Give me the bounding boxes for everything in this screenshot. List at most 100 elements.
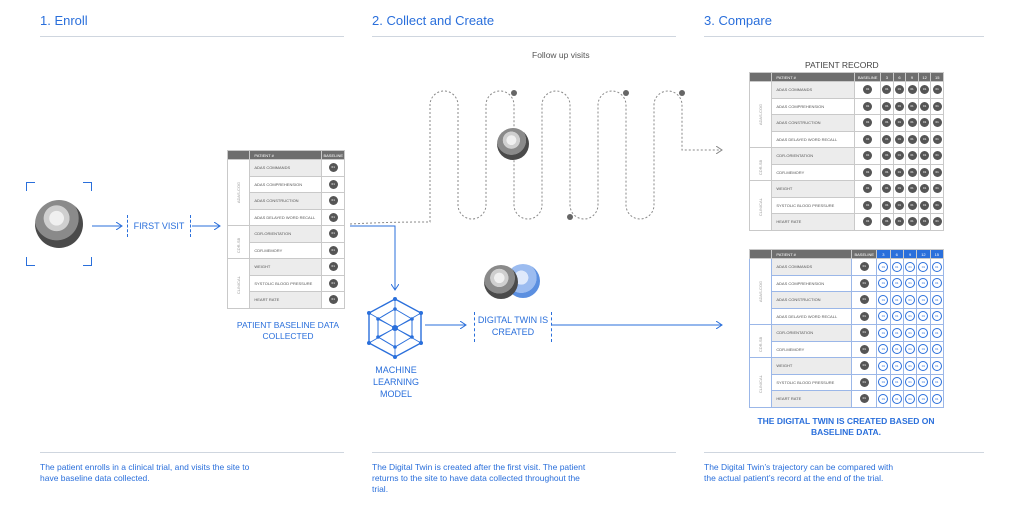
followup-cell: 01 (916, 274, 931, 292)
followup-dot: 01 (918, 377, 929, 388)
measure-label: HEART RATE (249, 291, 323, 309)
followup-dot: 01 (894, 118, 904, 128)
followup-cell: 01 (889, 324, 904, 342)
followup-dot: 01 (907, 134, 917, 144)
frame-corner (26, 182, 35, 191)
measure-label: WEIGHT (771, 180, 856, 198)
followup-cell: 01 (916, 373, 931, 391)
table-header-month: 6 (889, 249, 904, 259)
baseline-cell: 01 (851, 307, 878, 325)
followup-dot: 01 (878, 377, 889, 388)
followup-cell: 01 (876, 274, 891, 292)
followup-cell: 01 (916, 390, 931, 408)
followup-cell: 01 (917, 213, 932, 231)
followup-cell: 01 (902, 274, 918, 292)
baseline-cell: 01 (321, 258, 345, 276)
section-divider (40, 36, 344, 37)
table-group-label: ADAS-COG (226, 159, 251, 226)
followup-dot: 01 (905, 327, 916, 338)
followup-cell: 01 (916, 324, 931, 342)
table-header-group (748, 249, 773, 259)
section-divider (704, 36, 984, 37)
followup-cell: 01 (929, 258, 945, 276)
baseline-cell: 01 (321, 274, 345, 292)
followup-dot: 01 (918, 327, 929, 338)
followup-dot: 01 (907, 167, 917, 177)
baseline-dot: 01 (863, 151, 873, 161)
followup-dot: 01 (907, 85, 917, 95)
baseline-dot: 01 (859, 295, 869, 305)
followup-dot: 01 (878, 261, 889, 272)
baseline-dot: 01 (863, 134, 873, 144)
table-group-label: CDR-SB (748, 324, 773, 358)
followup-dot: 01 (931, 377, 942, 388)
baseline-cell: 01 (321, 159, 345, 177)
followup-cell: 01 (917, 163, 932, 181)
baseline-cell: 01 (851, 291, 878, 309)
followup-cell: 01 (892, 81, 907, 99)
measure-label: ADAS DELAYED WORD RECALL (771, 307, 853, 325)
patient-photo-icon (35, 200, 83, 248)
measure-label: SYSTOLIC BLOOD PRESSURE (771, 196, 856, 214)
followup-cell: 01 (902, 390, 918, 408)
followup-dot: 01 (932, 217, 942, 227)
followup-dot: 01 (882, 85, 892, 95)
footer-divider (704, 452, 984, 453)
section-title-collect: 2. Collect and Create (372, 13, 495, 28)
table-group-label: ADAS-COG (748, 258, 773, 325)
followup-cell: 01 (880, 114, 894, 132)
followup-dot: 01 (932, 85, 942, 95)
measure-label: HEART RATE (771, 213, 856, 231)
arrow-to-model (350, 225, 395, 290)
frame-corner (83, 182, 92, 191)
followup-dot: 01 (931, 294, 942, 305)
followup-dot: 01 (882, 217, 892, 227)
followup-dot: 01 (920, 134, 930, 144)
baseline-cell: 01 (851, 357, 878, 375)
baseline-cell: 01 (321, 241, 345, 259)
baseline-dot: 01 (859, 328, 869, 338)
followup-dot: 01 (894, 85, 904, 95)
followup-dot: 01 (882, 200, 892, 210)
followup-cell: 01 (917, 180, 932, 198)
baseline-dot: 01 (863, 217, 873, 227)
patient-avatar-icon (484, 265, 518, 299)
baseline-dot: 01 (328, 212, 338, 222)
measure-label: CDR-ORIENTATION (249, 225, 323, 243)
followup-dot: 01 (894, 134, 904, 144)
followup-dot: 01 (932, 200, 942, 210)
followup-cell: 01 (905, 163, 919, 181)
baseline-dot: 01 (863, 118, 873, 128)
baseline-dot: 01 (863, 200, 873, 210)
followup-cell: 01 (880, 180, 894, 198)
followup-cell: 01 (929, 373, 945, 391)
followup-dot: 01 (894, 200, 904, 210)
followup-cell: 01 (876, 340, 891, 358)
followup-dot: 01 (920, 217, 930, 227)
followup-dot: 01 (920, 85, 930, 95)
table-header-month: 15 (929, 249, 945, 259)
followup-cell: 01 (876, 390, 891, 408)
visit-marker (679, 90, 685, 96)
baseline-cell: 01 (321, 291, 345, 309)
followup-cell: 01 (876, 357, 891, 375)
followup-cell: 01 (905, 180, 919, 198)
group-name: CLINICAL (236, 275, 242, 294)
table-group-label: CLINICAL (226, 258, 251, 309)
followup-cell: 01 (917, 196, 932, 214)
measure-label: ADAS CONSTRUCTION (771, 114, 856, 132)
followup-cell: 01 (917, 147, 932, 165)
followup-cell: 01 (930, 97, 944, 115)
